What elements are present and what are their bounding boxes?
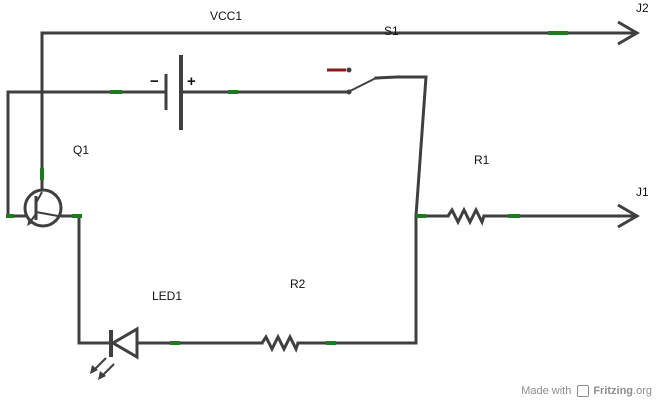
j1-arrow-icon[interactable] [617, 203, 640, 229]
switch-label: S1 [384, 24, 399, 38]
vcc-label: VCC1 [210, 9, 242, 23]
switch-symbol[interactable] [327, 67, 400, 95]
battery-plus-sign: + [187, 73, 196, 90]
resistor-r1-symbol[interactable] [446, 206, 486, 226]
fritzing-logo-icon [577, 385, 590, 397]
battery-minus-sign: − [150, 73, 159, 90]
watermark-made-with: Made with [521, 385, 572, 397]
transistor-label: Q1 [73, 143, 89, 157]
fritzing-watermark: Made with Fritzing .org [521, 385, 652, 397]
connector-dots [6, 31, 568, 345]
j2-label: J2 [636, 1, 649, 15]
r2-return-wire[interactable] [296, 214, 418, 345]
resistor-r1-label: R1 [474, 153, 490, 167]
switch-right-wire[interactable] [396, 75, 450, 218]
j1-label: J1 [636, 185, 649, 199]
vcc-wire[interactable] [40, 31, 638, 192]
emitter-led-wire[interactable] [60, 214, 110, 345]
watermark-brand: Fritzing [593, 385, 634, 397]
resistor-r2-label: R2 [290, 277, 306, 291]
j2-arrow-icon[interactable] [617, 20, 640, 46]
watermark-domain: .org [633, 385, 652, 397]
led-label: LED1 [152, 289, 182, 303]
resistor-r2-symbol[interactable] [260, 333, 300, 353]
transistor-symbol[interactable] [23, 188, 63, 228]
battery-symbol[interactable]: − + [150, 55, 196, 130]
led-symbol[interactable] [90, 326, 139, 380]
